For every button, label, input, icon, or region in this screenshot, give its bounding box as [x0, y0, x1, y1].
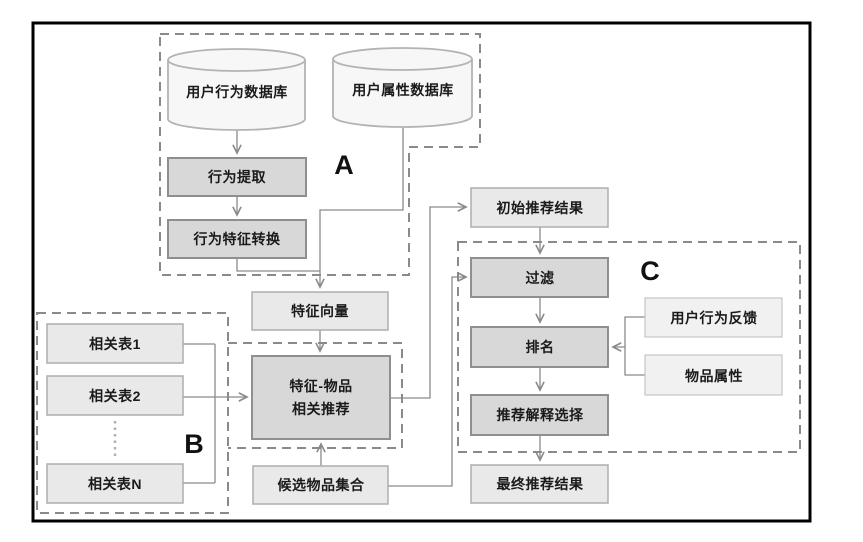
db-user-behavior-body: [167, 60, 306, 131]
node-user-feedback-box: [644, 297, 783, 338]
node-feature-item-recommend: 特征-物品 相关推荐: [251, 355, 391, 440]
node-user-feedback: 用户行为反馈: [644, 297, 783, 338]
node-behavior-extract: 行为提取: [167, 157, 307, 197]
group-c-label: C: [640, 256, 660, 286]
node-ranking: 排名: [470, 326, 609, 368]
connector-attributedb-to-featurevector: [320, 127, 404, 287]
node-initial-result-label: 初始推荐结果: [497, 200, 584, 216]
db-user-behavior-label: 用户行为数据库: [186, 84, 288, 100]
node-item-attribute-box: [644, 354, 783, 396]
db-user-attribute-label: 用户属性数据库: [352, 82, 454, 98]
feature-item-dashed-outline: [228, 342, 403, 449]
node-related-table-1-label: 相关表1: [89, 336, 141, 352]
db-user-behavior-top: [167, 48, 306, 72]
connector-feedback-to-ranking: [613, 316, 645, 347]
connector-itemattr-to-merge: [624, 347, 645, 376]
node-explanation-select-label: 推荐解释选择: [497, 407, 584, 423]
node-related-table-2-label: 相关表2: [89, 388, 141, 404]
node-feature-item-recommend-label-line2: 相关推荐: [292, 401, 350, 417]
node-related-table-n-box: [46, 463, 184, 504]
node-related-table-n: 相关表N: [46, 463, 184, 504]
connector-candidates-to-filter: [388, 277, 466, 487]
node-filter-box: [470, 257, 609, 298]
node-filter-label: 过滤: [526, 270, 555, 286]
node-feature-vector: 特征向量: [251, 291, 389, 331]
node-related-table-n-label: 相关表N: [88, 476, 142, 492]
node-ranking-label: 排名: [526, 339, 555, 355]
connector-transform-to-join: [236, 258, 320, 272]
node-feature-item-recommend-label-line1: 特征-物品: [289, 378, 352, 394]
group-a-label: A: [334, 150, 354, 180]
node-related-table-1-box: [46, 323, 184, 364]
db-user-behavior: 用户行为数据库: [167, 48, 306, 131]
node-initial-result-box: [470, 187, 609, 228]
node-candidate-item-set-label: 候选物品集合: [278, 477, 365, 493]
connector-featureitem-to-initial: [390, 207, 466, 399]
node-behavior-extract-label: 行为提取: [207, 169, 266, 185]
node-final-result-box: [470, 464, 609, 504]
node-initial-result: 初始推荐结果: [470, 187, 609, 228]
node-feature-vector-label: 特征向量: [291, 303, 349, 319]
node-related-table-2-box: [46, 375, 184, 416]
node-final-result-label: 最终推荐结果: [497, 476, 584, 492]
node-feature-vector-box: [251, 291, 389, 331]
node-behavior-feature-transform-box: [167, 219, 307, 259]
group-b-outline: [36, 312, 229, 514]
group-a-outline: [159, 33, 481, 276]
node-explanation-select: 推荐解释选择: [470, 394, 609, 436]
node-final-result: 最终推荐结果: [470, 464, 609, 504]
node-related-table-2: 相关表2: [46, 375, 184, 416]
group-c-outline: [457, 241, 801, 453]
db-user-attribute: 用户属性数据库: [332, 47, 473, 128]
db-user-attribute-body: [332, 59, 473, 128]
node-explanation-select-box: [470, 394, 609, 436]
db-user-attribute-top: [332, 47, 473, 71]
node-feature-item-recommend-box: [251, 355, 391, 440]
node-behavior-feature-transform: 行为特征转换: [167, 219, 307, 259]
node-ranking-box: [470, 326, 609, 368]
node-behavior-extract-box: [167, 157, 307, 197]
node-related-table-1: 相关表1: [46, 323, 184, 364]
node-user-feedback-label: 用户行为反馈: [671, 310, 758, 326]
node-item-attribute: 物品属性: [644, 354, 783, 396]
node-filter: 过滤: [470, 257, 609, 298]
node-item-attribute-label: 物品属性: [685, 368, 743, 384]
node-candidate-item-set-box: [252, 465, 389, 505]
group-b-label: B: [184, 429, 204, 459]
node-behavior-feature-transform-label: 行为特征转换: [193, 231, 281, 247]
node-candidate-item-set: 候选物品集合: [252, 465, 389, 505]
diagram-border: [31, 21, 812, 523]
